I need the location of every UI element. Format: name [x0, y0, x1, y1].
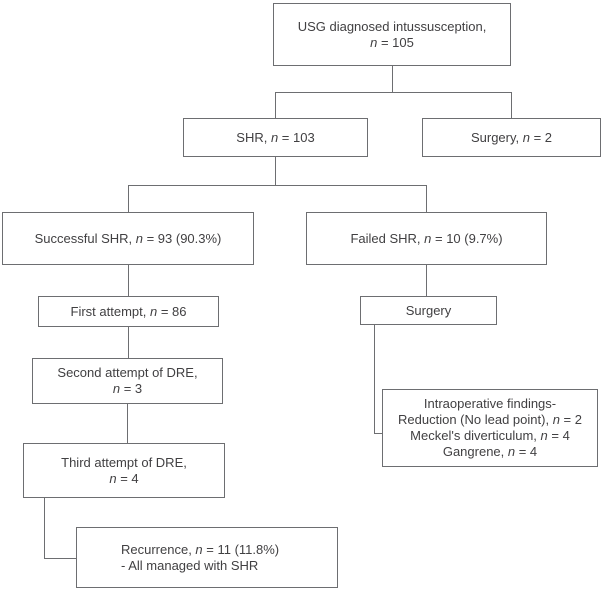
n-symbol: n [270, 129, 279, 145]
n-value: = 11 (11.8%) [202, 541, 280, 557]
node-label: SHR, n = 103 [236, 130, 314, 146]
node-label-line4: Gangrene, [442, 444, 508, 459]
n-symbol: n [424, 230, 432, 246]
n-value: = 10 (9.7%) [431, 230, 503, 246]
n-symbol: n [112, 381, 121, 396]
connector-line [128, 185, 427, 186]
node-label: Successful SHR, n = 93 (90.3%) [35, 231, 222, 247]
node-label: Failed SHR, n = 10 (9.7%) [350, 231, 502, 247]
node-label-text: Surgery, [470, 129, 523, 145]
n-symbol: n [522, 129, 530, 145]
connector-line [392, 66, 393, 92]
node-failed-shr: Failed SHR, n = 10 (9.7%) [306, 212, 547, 265]
node-third-attempt-dre: Third attempt of DRE, n = 4 [23, 443, 225, 498]
node-successful-shr: Successful SHR, n = 93 (90.3%) [2, 212, 254, 265]
node-label-line3: Meckel's diverticulum, [410, 428, 541, 443]
node-second-attempt-dre: Second attempt of DRE, n = 3 [32, 358, 223, 404]
n-value: = 2 [529, 129, 553, 145]
node-label-line1: Third attempt of DRE, [61, 454, 187, 470]
node-intraoperative-findings: Intraoperative findings- Reduction (No l… [382, 389, 598, 467]
node-label-text: SHR, [236, 129, 271, 145]
connector-line [128, 265, 129, 296]
node-label-line2: Reduction (No lead point), [398, 412, 553, 427]
node-surgery-initial: Surgery, n = 2 [422, 118, 601, 157]
n-value: = 105 [377, 34, 414, 50]
node-surgery-after-failed: Surgery [360, 296, 497, 325]
n-symbol: n [135, 230, 143, 246]
node-label: Recurrence, n = 11 (11.8%) - All managed… [121, 542, 279, 574]
node-label: Surgery [406, 303, 452, 319]
connector-line [128, 185, 129, 212]
n-symbol: n [507, 444, 516, 459]
n-symbol: n [552, 412, 560, 427]
node-label: First attempt, n = 86 [71, 304, 187, 320]
node-recurrence: Recurrence, n = 11 (11.8%) - All managed… [76, 527, 338, 588]
connector-line [275, 92, 512, 93]
connector-line [44, 558, 76, 559]
connector-line [374, 325, 375, 434]
n-symbol: n [109, 470, 117, 486]
connector-line [127, 404, 128, 443]
node-label-line1: Second attempt of DRE, [57, 365, 198, 380]
n-symbol: n [370, 34, 378, 50]
node-label-line1: Intraoperative findings- [423, 396, 557, 411]
n-value: = 2 [559, 412, 582, 427]
n-value: = 4 [547, 428, 570, 443]
node-label: USG diagnosed intussusception, n = 105 [298, 19, 487, 51]
connector-line [374, 433, 382, 434]
node-first-attempt: First attempt, n = 86 [38, 296, 219, 327]
n-symbol: n [149, 303, 158, 319]
node-label: Intraoperative findings- Reduction (No l… [398, 396, 582, 460]
n-value: = 86 [157, 303, 187, 319]
connector-line [128, 327, 129, 358]
connector-line [511, 92, 512, 118]
node-label-line1: Recurrence, [121, 541, 196, 557]
connector-line [275, 157, 276, 185]
node-label-line2: - All managed with SHR [121, 557, 259, 573]
node-label-text: First attempt, [70, 303, 150, 319]
connector-line [275, 92, 276, 118]
n-value: = 4 [515, 444, 538, 459]
connector-line [426, 265, 427, 296]
n-value: = 4 [116, 470, 139, 486]
n-symbol: n [540, 428, 548, 443]
node-label: Surgery, n = 2 [471, 130, 552, 146]
n-value: = 3 [120, 381, 143, 396]
connector-line [426, 185, 427, 212]
node-label: Second attempt of DRE, n = 3 [57, 365, 197, 397]
node-label-line1: USG diagnosed intussusception, [297, 18, 487, 34]
node-shr: SHR, n = 103 [183, 118, 368, 157]
node-label-text: Failed SHR, [350, 230, 425, 246]
n-value: = 93 (90.3%) [142, 230, 222, 246]
n-symbol: n [195, 541, 203, 557]
node-label-text: Successful SHR, [34, 230, 136, 246]
n-value: = 103 [278, 129, 315, 145]
node-label-text: Surgery [405, 302, 452, 318]
node-usg-diagnosed: USG diagnosed intussusception, n = 105 [273, 3, 511, 66]
connector-line [44, 498, 45, 559]
node-label: Third attempt of DRE, n = 4 [61, 455, 187, 487]
